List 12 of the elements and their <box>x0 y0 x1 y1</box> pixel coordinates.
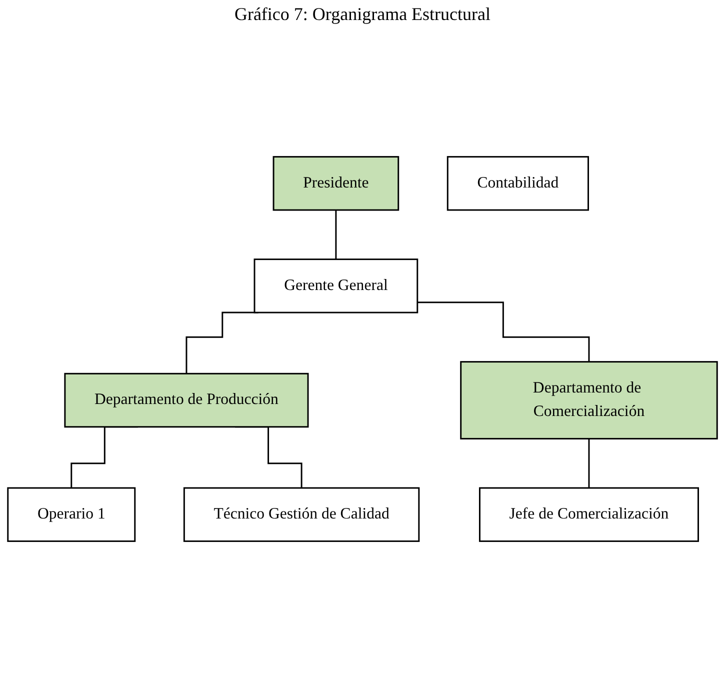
connector <box>335 209 337 260</box>
connector <box>588 438 590 489</box>
connector <box>417 302 590 363</box>
node-box: Jefe de Comercialización <box>478 487 699 542</box>
node-box: Técnico Gestión de Calidad <box>183 487 420 542</box>
node-box: Gerente General <box>254 258 418 314</box>
node-box: Departamento de Comercialización <box>460 361 718 440</box>
node-box: Departamento de Producción <box>64 372 309 428</box>
node-box: Operario 1 <box>7 487 136 542</box>
node-box: Contabilidad <box>446 156 589 211</box>
node-box: Presidente <box>272 156 400 211</box>
chart-title: Gráfico 7: Organigrama Estructural <box>233 4 492 25</box>
